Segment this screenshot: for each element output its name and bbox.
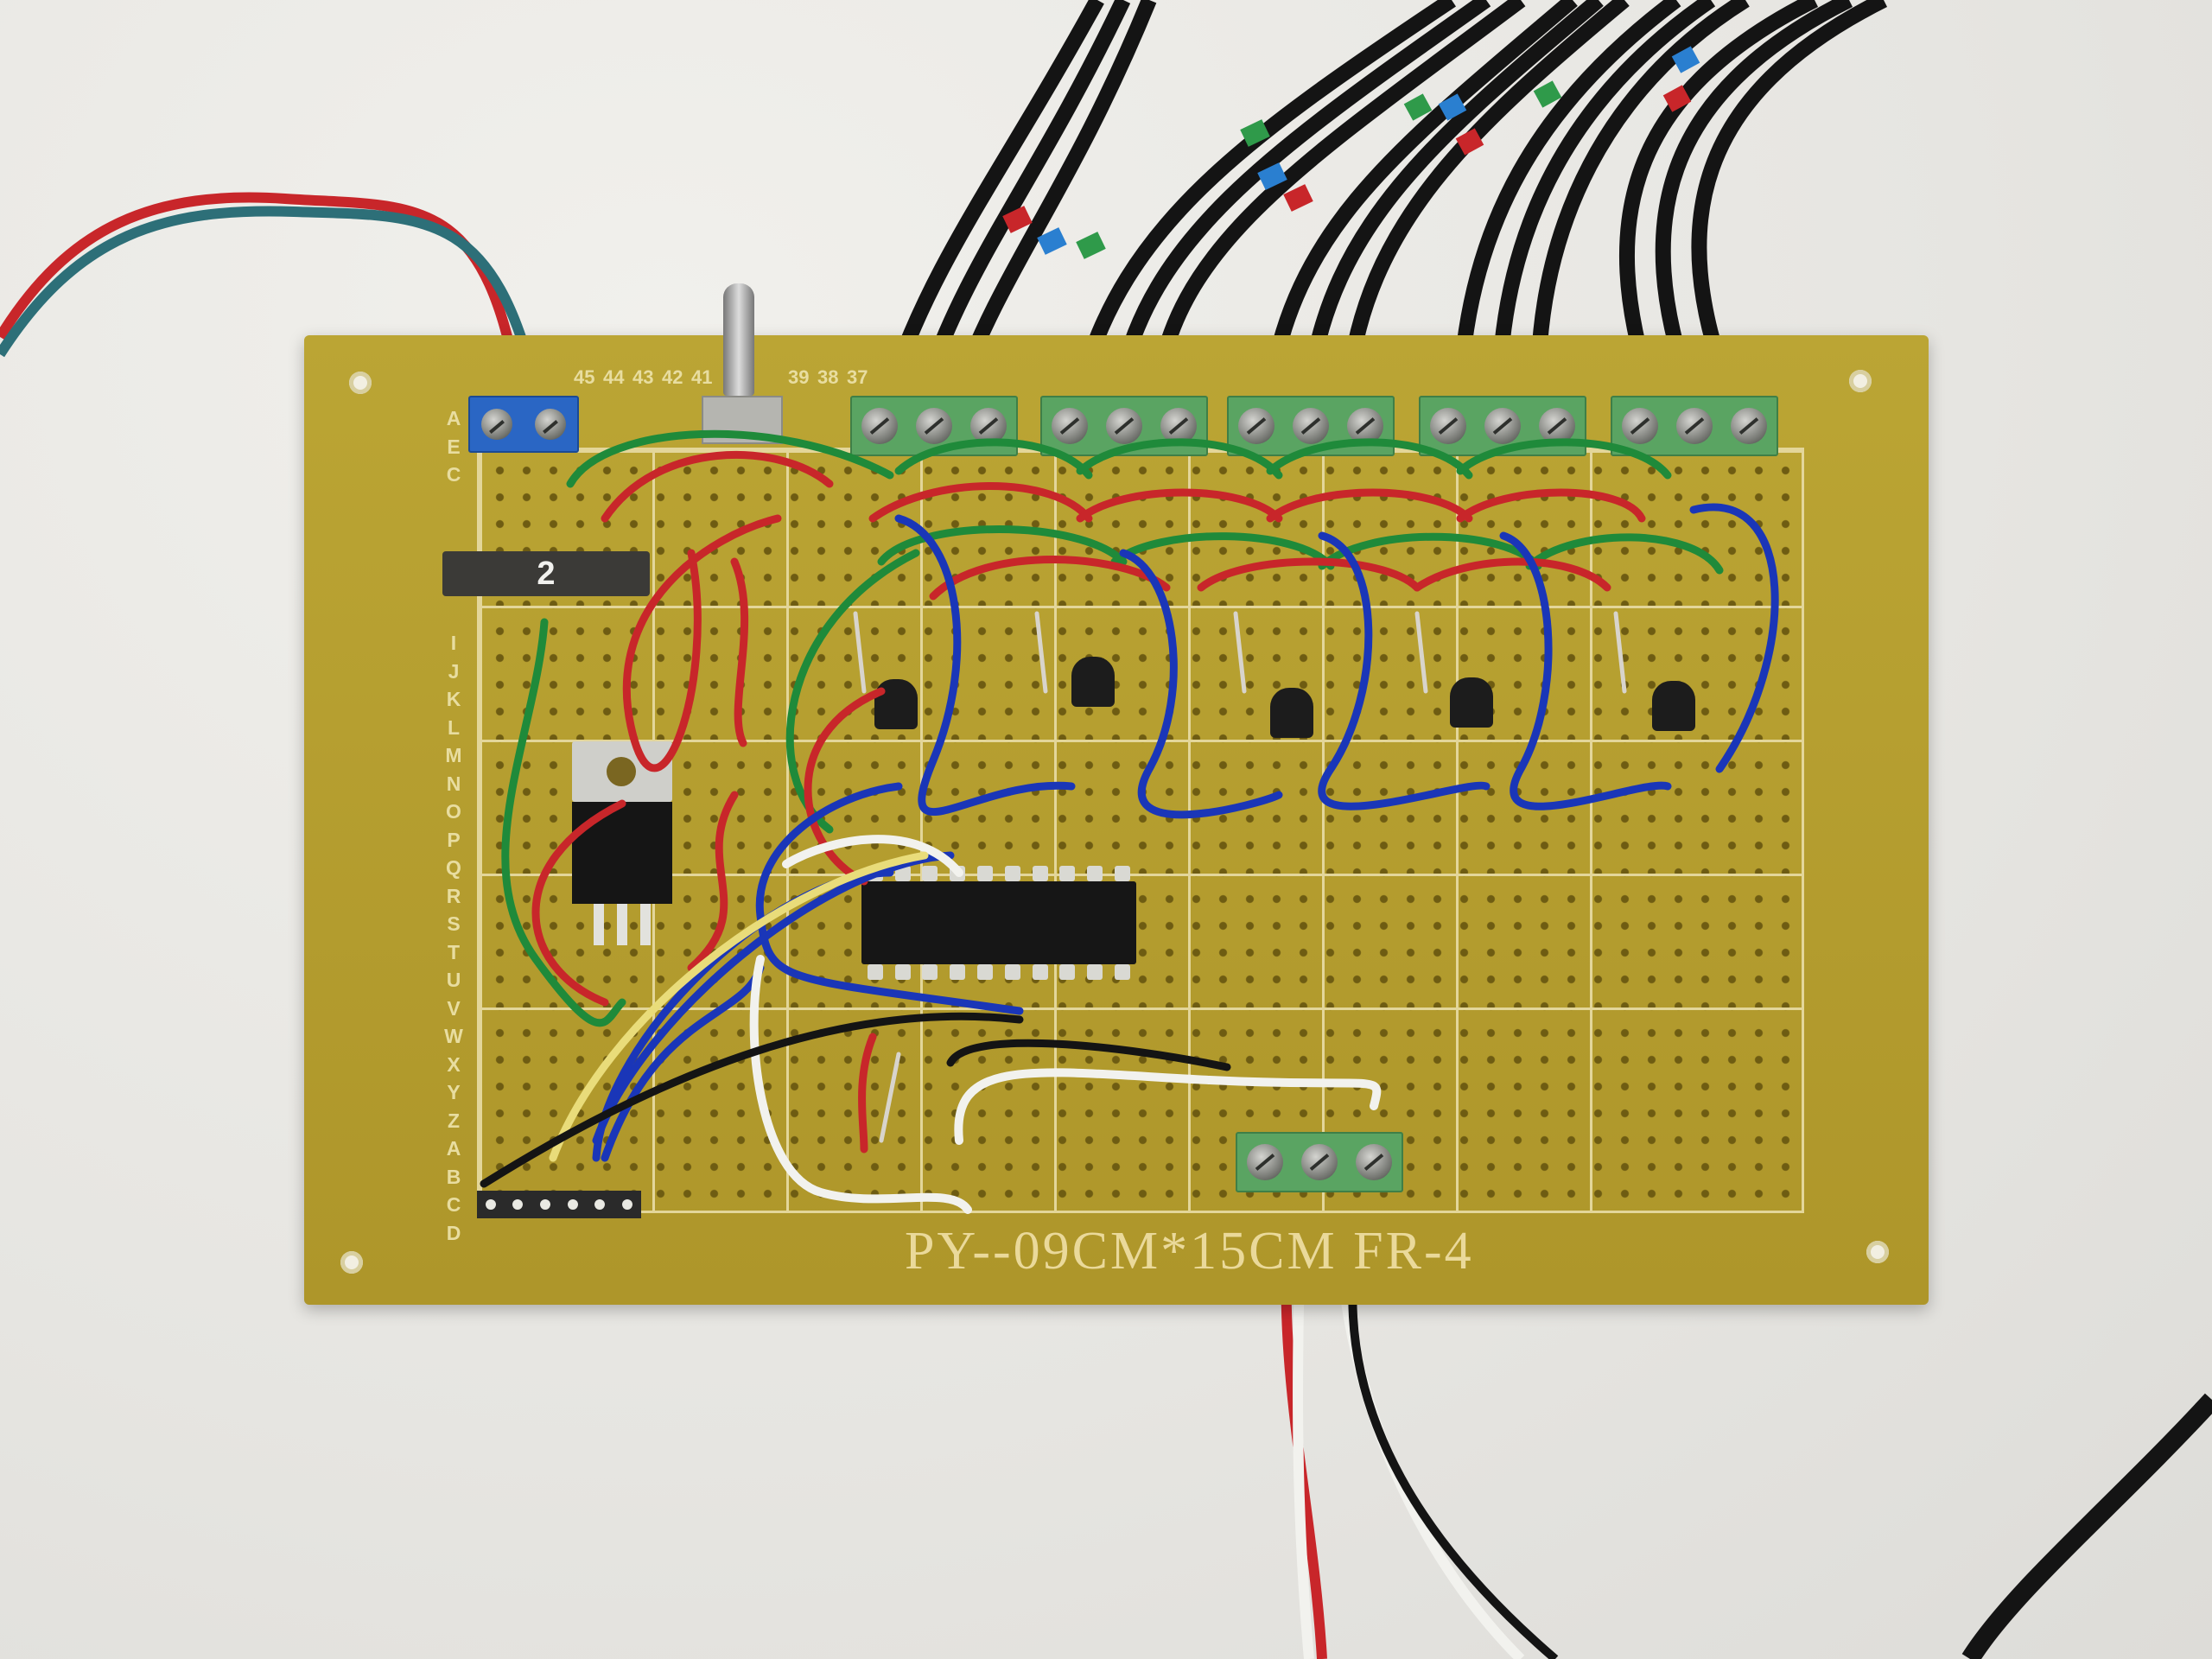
screw-icon[interactable] (861, 408, 898, 444)
column-label: 38 (817, 366, 839, 388)
transistor-4 (1450, 677, 1493, 728)
screw-icon[interactable] (915, 408, 952, 444)
ic-pins-bottom (861, 964, 1136, 980)
output-terminal-5[interactable] (1611, 396, 1778, 456)
screw-icon[interactable] (1160, 408, 1198, 444)
screw-icon[interactable] (481, 409, 512, 440)
mounting-hole-top-right (1849, 370, 1872, 392)
screw-icon[interactable] (1237, 408, 1274, 444)
input-terminal[interactable] (1236, 1132, 1403, 1192)
column-label: 43 (632, 366, 654, 388)
column-label: 45 (574, 366, 595, 388)
column-label: 37 (847, 366, 868, 388)
blade-fuse: 2 (442, 551, 650, 596)
mounting-hole-bottom-right (1866, 1241, 1889, 1263)
transistor-3 (1270, 688, 1313, 738)
output-terminal-4[interactable] (1419, 396, 1586, 456)
row-labels: A E C I J K L M N O P Q R S T U V W X Y … (444, 407, 463, 1244)
board-silkscreen-label: PY--09CM*15CM FR-4 (905, 1222, 1474, 1281)
screw-icon[interactable] (1429, 408, 1466, 444)
mounting-hole-top-left (349, 372, 372, 394)
screw-icon[interactable] (1484, 408, 1521, 444)
screw-icon[interactable] (1300, 1144, 1338, 1180)
screw-icon[interactable] (1105, 408, 1142, 444)
screw-icon[interactable] (1675, 408, 1713, 444)
column-label: 42 (662, 366, 683, 388)
pin-header[interactable] (477, 1191, 641, 1218)
output-terminal-3[interactable] (1227, 396, 1395, 456)
screw-icon[interactable] (1621, 408, 1658, 444)
screw-icon[interactable] (1292, 408, 1329, 444)
screw-icon[interactable] (1347, 408, 1384, 444)
screw-icon[interactable] (535, 409, 566, 440)
screw-icon[interactable] (1539, 408, 1576, 444)
screw-icon[interactable] (1356, 1144, 1393, 1180)
screw-icon[interactable] (1051, 408, 1088, 444)
screw-icon[interactable] (1246, 1144, 1283, 1180)
toggle-switch-lever[interactable] (723, 283, 754, 396)
column-label: 41 (691, 366, 713, 388)
screw-icon[interactable] (970, 408, 1007, 444)
power-screw-terminal[interactable] (468, 396, 579, 453)
screw-icon[interactable] (1731, 408, 1768, 444)
column-label: 39 (788, 366, 810, 388)
mounting-hole-bottom-left (340, 1251, 363, 1274)
column-label: 44 (603, 366, 625, 388)
transistor-2 (1071, 657, 1115, 707)
dip-ic (861, 881, 1136, 964)
transistor-5 (1652, 681, 1695, 731)
